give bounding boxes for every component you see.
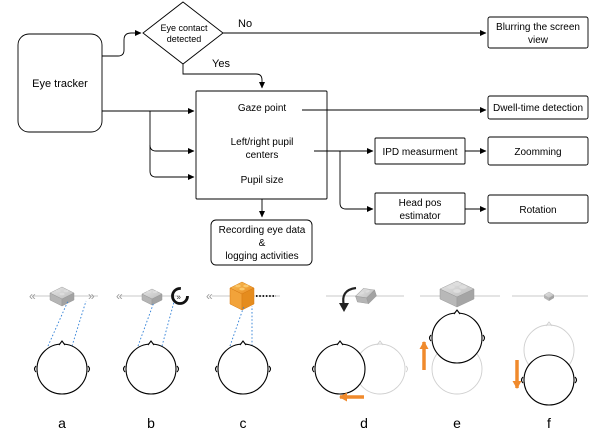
- edge-no-label: No: [238, 18, 252, 30]
- eye-tracker-node: Eye tracker: [17, 33, 103, 133]
- svg-text:Recording eye data: Recording eye data: [219, 225, 306, 236]
- head-icon: [311, 340, 366, 395]
- dwell-time-node: Dwell-time detection: [487, 95, 589, 120]
- gaze-point-label: Gaze point: [238, 103, 287, 114]
- panel-f: f: [512, 291, 588, 431]
- lego-block-icon: [49, 286, 75, 307]
- panel-label-a: a: [58, 415, 66, 431]
- svg-text:Head pos: Head pos: [399, 198, 442, 209]
- head-icon: [122, 340, 180, 395]
- chevron-left-icon: «: [206, 289, 213, 303]
- svg-text:Rotation: Rotation: [519, 205, 556, 216]
- panel-e: e: [419, 280, 500, 431]
- head-icon: [33, 340, 91, 395]
- lego-block-small-icon: [543, 291, 555, 301]
- svg-text:view: view: [528, 35, 549, 46]
- head-pos-node: Head pos estimator: [374, 192, 466, 225]
- eye-tracker-label: Eye tracker: [32, 78, 88, 90]
- panel-label-e: e: [453, 415, 461, 431]
- head-icon: [428, 309, 486, 364]
- svg-text:IPD measurment: IPD measurment: [382, 147, 457, 158]
- chevron-right-icon: »: [88, 289, 95, 303]
- lego-block-icon: [141, 288, 163, 306]
- blurring-node: Blurring the screen view: [487, 16, 589, 49]
- head-icon: [214, 340, 272, 395]
- processing-node: Gaze point Left/right pupil centers Pupi…: [195, 90, 328, 200]
- edge-yes-label: Yes: [212, 58, 230, 70]
- edge-pupil-headpos: [339, 151, 374, 212]
- lego-block-highlighted-icon: [229, 281, 255, 311]
- panel-label-f: f: [547, 415, 551, 431]
- svg-text:logging activities: logging activities: [225, 251, 298, 262]
- pupil-centers-label: Left/right pupil: [231, 137, 294, 148]
- svg-text:»: »: [177, 293, 182, 302]
- eye-contact-decision: Eye contact detected: [142, 1, 224, 65]
- rotation-node: Rotation: [487, 194, 589, 224]
- svg-text:Eye contact: Eye contact: [160, 23, 208, 33]
- svg-text:centers: centers: [246, 150, 279, 161]
- panel-b: « » b: [116, 287, 189, 431]
- dwell-progress-icon: »: [171, 287, 189, 305]
- svg-text:Dwell-time detection: Dwell-time detection: [493, 103, 583, 114]
- chevron-left-icon: «: [29, 289, 36, 303]
- panel-label-b: b: [147, 415, 155, 431]
- lego-block-rotated-icon: [355, 288, 377, 305]
- zooming-node: Zoomming: [487, 136, 589, 166]
- panel-label-d: d: [360, 415, 368, 431]
- svg-text:detected: detected: [167, 34, 202, 44]
- svg-text:Zoomming: Zoomming: [514, 147, 561, 158]
- svg-text:estimator: estimator: [399, 211, 441, 222]
- svg-text:Blurring the screen: Blurring the screen: [496, 22, 580, 33]
- panel-d: d: [311, 286, 408, 431]
- head-icon: [520, 354, 578, 406]
- svg-text:&: &: [259, 238, 266, 249]
- recording-node: Recording eye data & logging activities: [210, 219, 313, 266]
- ipd-node: IPD measurment: [374, 137, 466, 165]
- panel-a: « » a: [29, 286, 98, 431]
- panel-label-c: c: [240, 415, 247, 431]
- chevron-left-icon: «: [116, 289, 123, 303]
- edge-tracker-to-decision: [102, 30, 142, 57]
- edge-tracker-pupil-size: [149, 145, 195, 180]
- panel-c: « c: [206, 281, 280, 431]
- lego-block-large-icon: [439, 280, 475, 308]
- edge-yes: [182, 64, 265, 89]
- pupil-size-label: Pupil size: [241, 175, 284, 186]
- edge-tracker-pupil-centers: [149, 111, 195, 154]
